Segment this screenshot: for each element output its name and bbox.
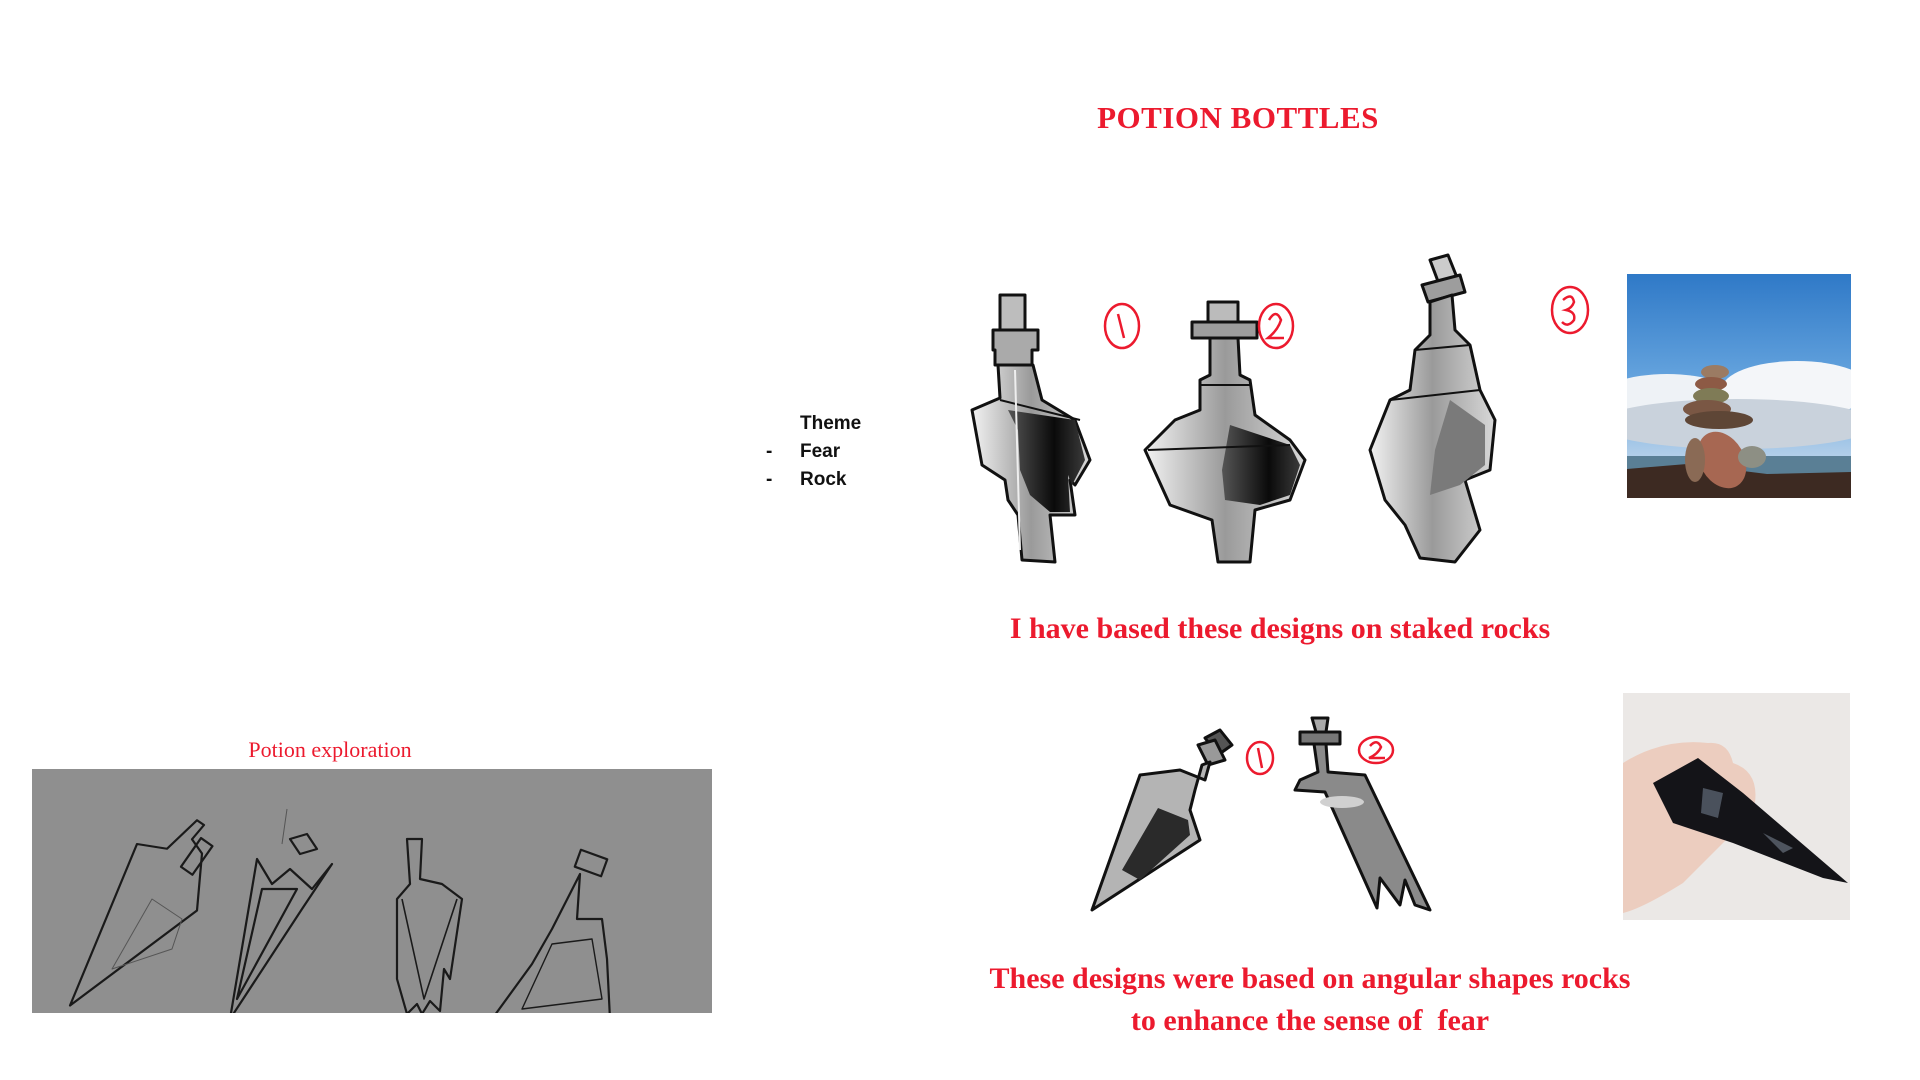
- number-2-icon: [1257, 302, 1295, 350]
- angular-rocks-caption: These designs were based on angular shap…: [900, 958, 1720, 1042]
- bullet: -: [766, 441, 773, 462]
- bottle-sketch-2: [1143, 300, 1307, 564]
- potion-exploration-panel: [32, 769, 712, 1021]
- theme-item-fear: Fear: [800, 441, 841, 462]
- number-2-icon: [1357, 735, 1395, 765]
- theme-list: Theme - Fear - Rock: [764, 410, 861, 494]
- obsidian-arrowhead-reference-photo: [1623, 693, 1850, 920]
- stacked-rocks-reference-photo: [1627, 274, 1851, 498]
- angular-bottle-sketches: [1090, 716, 1432, 912]
- bottle-sketch-3: [1368, 253, 1497, 564]
- theme-item-rock: Rock: [800, 469, 847, 490]
- exploration-sketch-2: [228, 808, 334, 1021]
- stacked-rock-bottle-sketches: [970, 253, 1590, 564]
- bullet: -: [766, 469, 773, 490]
- exploration-sketch-4: [490, 848, 612, 1021]
- potion-exploration-label: Potion exploration: [248, 737, 412, 762]
- angular-caption-line-2: to enhance the sense of fear: [1130, 1004, 1490, 1037]
- theme-heading: Theme: [800, 413, 862, 434]
- angular-bottle-sketch-2: [1293, 716, 1432, 912]
- angular-caption-line-1: These designs were based on angular shap…: [989, 962, 1631, 995]
- angular-bottle-sketch-1: [1090, 728, 1234, 912]
- number-3-icon: [1550, 285, 1590, 335]
- exploration-sketch-1: [68, 819, 214, 1007]
- bottle-sketch-1: [970, 293, 1092, 564]
- number-1-icon: [1245, 740, 1275, 776]
- page-title: POTION BOTTLES: [1097, 100, 1379, 135]
- number-1-icon: [1103, 302, 1141, 350]
- exploration-sketch-3: [395, 837, 464, 1016]
- stacked-rocks-caption: I have based these designs on staked roc…: [1009, 612, 1551, 645]
